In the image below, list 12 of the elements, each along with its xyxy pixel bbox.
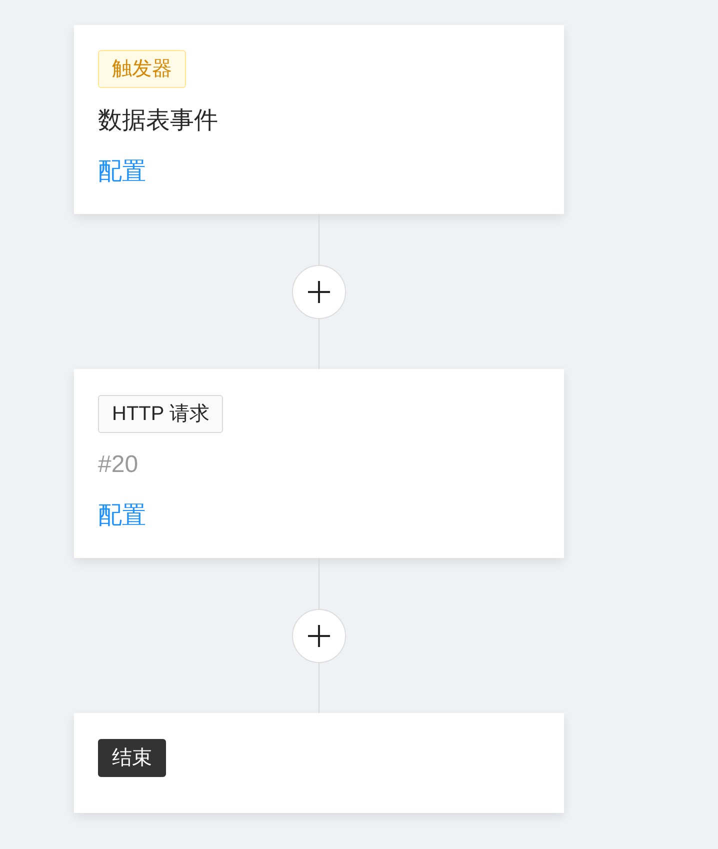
step-title: 数据表事件 (98, 106, 218, 136)
tag: HTTP 请求 (98, 395, 224, 433)
add-button (292, 609, 346, 663)
config-link: 配置 (98, 501, 146, 531)
step-card (74, 25, 564, 214)
step-number: #20 (98, 450, 138, 480)
step-card (74, 369, 564, 558)
config-link: 配置 (98, 157, 146, 187)
tag: 触发器 (98, 50, 186, 88)
step-card (74, 713, 564, 813)
tag: 结束 (98, 739, 166, 777)
add-button (292, 265, 346, 319)
